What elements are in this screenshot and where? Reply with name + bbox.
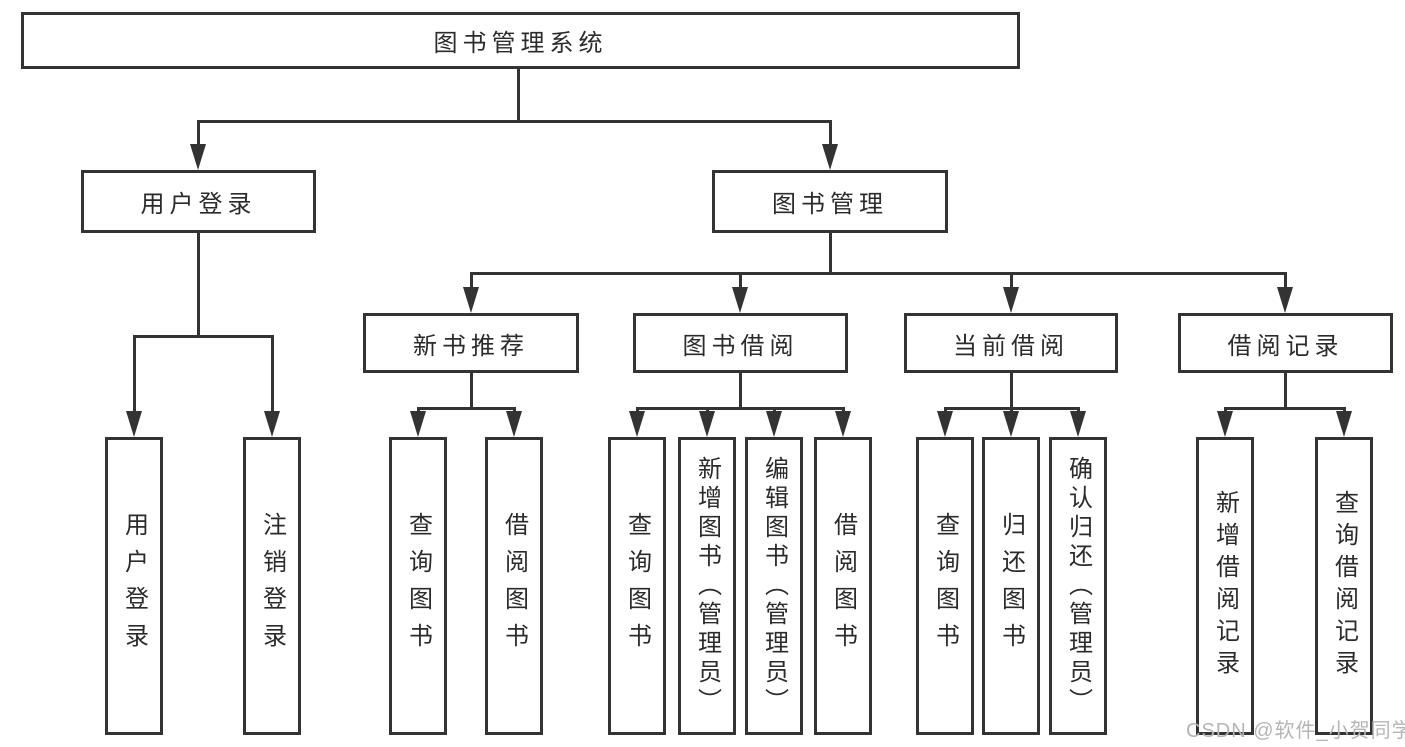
arrowhead-icon	[835, 411, 851, 437]
leaf-confirm-return-admin: 确认归还（管理员）	[1049, 437, 1107, 735]
connector-line	[271, 335, 274, 413]
arrowhead-icon	[410, 411, 426, 437]
connector-line	[133, 335, 136, 413]
node-borrowing-records: 借阅记录	[1178, 313, 1393, 373]
arrowhead-icon	[463, 287, 479, 313]
connector-line	[829, 233, 832, 272]
csdn-watermark: CSDN @软件_小贺同学	[1186, 720, 1405, 742]
connector-line	[1077, 407, 1080, 413]
arrowhead-icon	[699, 411, 715, 437]
leaf-add-books-admin: 新增图书（管理员）	[678, 437, 736, 735]
arrowhead-icon	[264, 411, 280, 437]
arrowhead-icon	[1217, 411, 1233, 437]
leaf-query-books-recommend: 查询图书	[389, 437, 447, 735]
arrowhead-icon	[1070, 411, 1086, 437]
connector-line	[470, 272, 1286, 275]
leaf-borrow-books: 借阅图书	[814, 437, 872, 735]
connector-line	[944, 407, 947, 413]
leaf-logout: 注销登录	[243, 437, 301, 735]
connector-line	[773, 407, 776, 413]
arrowhead-icon	[1003, 411, 1019, 437]
arrowhead-icon	[506, 411, 522, 437]
leaf-user-login: 用户登录	[105, 437, 163, 735]
connector-line	[1343, 407, 1346, 413]
connector-line	[197, 233, 200, 335]
connector-line	[706, 407, 709, 413]
arrowhead-icon	[822, 144, 838, 170]
leaf-query-borrow-record: 查询借阅记录	[1315, 437, 1373, 735]
node-book-management: 图书管理	[712, 170, 948, 233]
arrowhead-icon	[766, 411, 782, 437]
node-new-book-recommendation: 新书推荐	[363, 313, 579, 373]
leaf-add-borrow-record: 新增借阅记录	[1196, 437, 1254, 735]
node-book-borrowing: 图书借阅	[633, 313, 848, 373]
leaf-query-books-current: 查询图书	[916, 437, 974, 735]
arrowhead-icon	[190, 144, 206, 170]
node-library-management-system: 图书管理系统	[21, 12, 1020, 69]
connector-line	[517, 69, 520, 120]
connector-line	[1224, 407, 1227, 413]
arrowhead-icon	[732, 287, 748, 313]
leaf-borrow-books-recommend: 借阅图书	[485, 437, 543, 735]
connector-line	[636, 407, 845, 410]
connector-line	[1010, 407, 1013, 413]
arrowhead-icon	[126, 411, 142, 437]
connector-line	[197, 120, 200, 146]
connector-line	[1010, 272, 1013, 288]
connector-line	[133, 335, 274, 338]
connector-line	[739, 373, 742, 407]
node-user-login: 用户登录	[81, 170, 316, 233]
leaf-edit-books-admin: 编辑图书（管理员）	[745, 437, 803, 735]
arrowhead-icon	[1003, 287, 1019, 313]
leaf-query-books-borrowing: 查询图书	[608, 437, 666, 735]
leaf-return-books: 归还图书	[982, 437, 1040, 735]
connector-line	[197, 120, 832, 123]
connector-line	[470, 272, 473, 288]
connector-line	[829, 120, 832, 146]
arrowhead-icon	[937, 411, 953, 437]
connector-line	[739, 272, 742, 288]
connector-line	[842, 407, 845, 413]
connector-line	[1224, 407, 1346, 410]
connector-line	[636, 407, 639, 413]
connector-line	[1284, 373, 1287, 407]
connector-line	[417, 407, 420, 413]
node-current-borrowing: 当前借阅	[904, 313, 1118, 373]
connector-line	[1010, 373, 1013, 407]
connector-line	[417, 407, 516, 410]
connector-line	[513, 407, 516, 413]
connector-line	[470, 373, 473, 407]
connector-line	[1284, 272, 1287, 288]
arrowhead-icon	[1277, 287, 1293, 313]
arrowhead-icon	[629, 411, 645, 437]
arrowhead-icon	[1336, 411, 1352, 437]
